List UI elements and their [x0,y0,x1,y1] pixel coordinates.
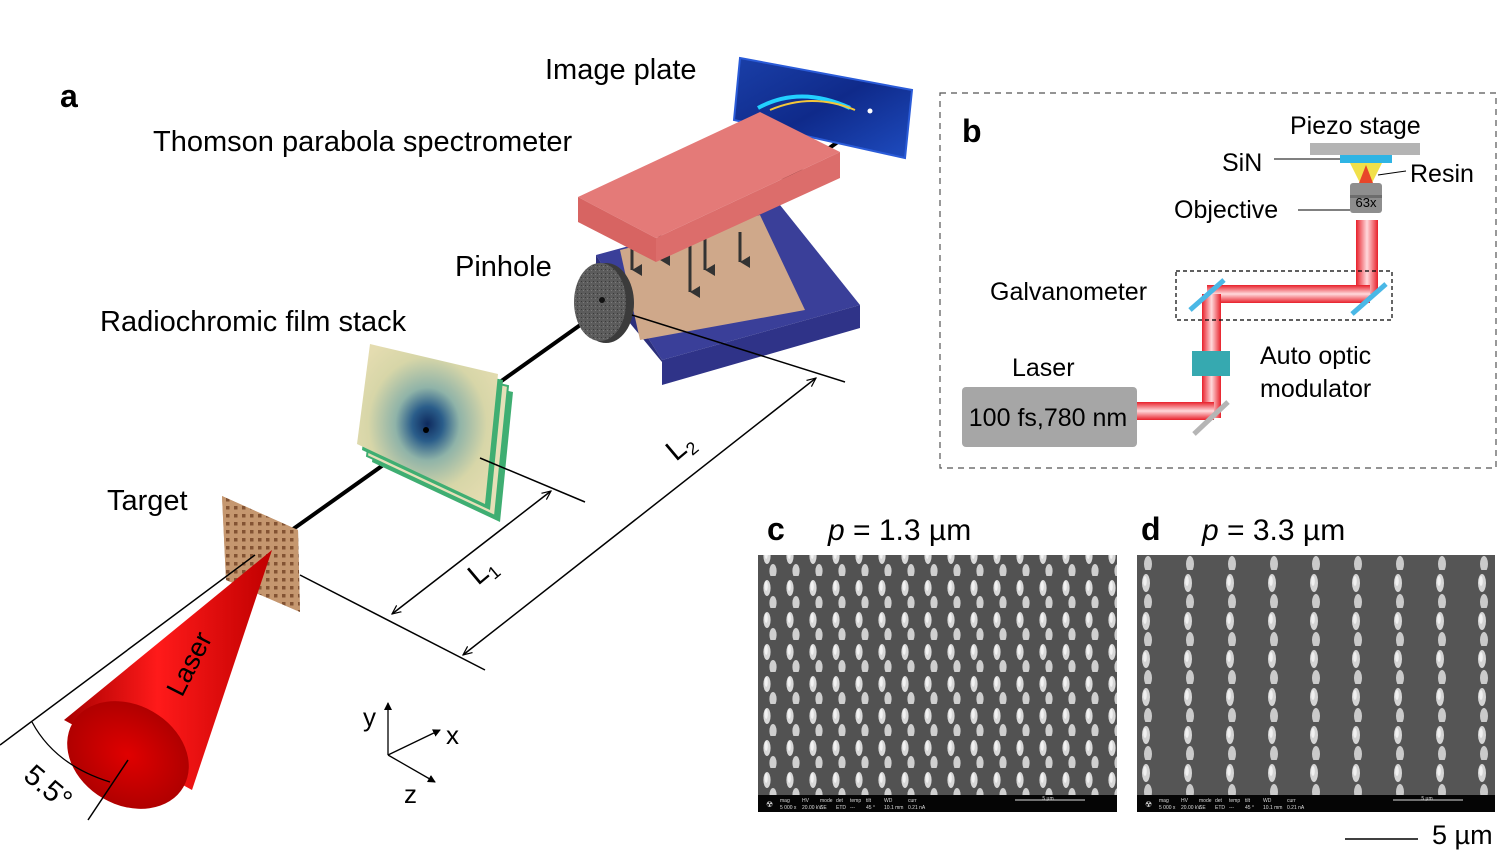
axis-z-label: z [404,779,417,809]
svg-text:☢: ☢ [766,800,773,809]
sem-d-header-7: curr [1287,798,1296,804]
panel-d-period: p = 3.3 µm [1201,514,1345,547]
beam-vertical-top [1356,220,1378,294]
laser-box [962,387,1137,447]
laser-cone [64,550,272,821]
sem-d-value-3: ETD [1215,805,1225,811]
sem-d-header-0: mag [1159,798,1169,804]
scale-bar: 5 µm [1345,820,1493,850]
panel-c-period: p = 1.3 µm [827,514,971,547]
l2-arrow [463,378,816,655]
sem-image-c [758,555,1117,795]
laser-spec: 100 fs,780 nm [969,404,1127,432]
l2-label: L2 [660,426,703,470]
sem-c-header-4: temp [850,798,861,804]
sem-d-value-2: SE [1199,805,1206,811]
aom-label-line2: modulator [1260,375,1371,403]
radiochromic-film-stack [357,344,513,522]
galvo-mirror-1 [1188,278,1226,312]
sem-d-header-6: WD [1263,798,1272,804]
aom-crystal [1192,351,1230,376]
target-label: Target [107,485,188,517]
scale-bar-label: 5 µm [1432,820,1493,850]
sem-d-header-2: mode [1199,798,1212,804]
sem-c-value-7: 0.21 nA [908,805,926,811]
sem-d-header-3: det [1215,798,1223,804]
sem-c-value-3: ETD [836,805,846,811]
sem-d-value-5: 45 ° [1245,805,1254,811]
thomson-spectrometer [578,112,860,385]
angle-label: 5.5° [18,759,78,817]
sem-c-value-5: 45 ° [866,805,875,811]
sem-c-header-3: det [836,798,844,804]
panel-b-label: b [962,113,982,149]
sem-c-value-4: --- [850,805,855,811]
sem-c-value-0: 5 000 x [780,805,797,811]
sem-d-scale: 5 µm [1421,796,1432,802]
panel-b: b 63x Piezo stage SiN Resin Objective Ga… [939,92,1497,469]
fold-mirror [1192,400,1230,436]
sem-c-header-6: WD [884,798,893,804]
l1-label: L1 [462,550,505,594]
objective-magnification: 63x [1356,195,1377,210]
panel-d-label: d [1141,511,1161,547]
galvo-mirror-2 [1350,282,1388,316]
sem-c-header-1: HV [802,798,810,804]
sem-d-header-4: temp [1229,798,1240,804]
sin-layer [1340,155,1392,163]
beam-horizontal-top [1207,285,1370,303]
sem-d-value-6: 10.1 mm [1263,805,1282,811]
sem-d-value-1: 20.00 kV [1181,805,1201,811]
sem-d-value-7: 0.21 nA [1287,805,1305,811]
panel-b-frame [939,92,1497,469]
angle-indicator [0,554,256,783]
spectrometer-label: Thomson parabola spectrometer [153,126,572,158]
sem-c-header-7: curr [908,798,917,804]
galvanometer-box [1175,270,1393,321]
coordinate-axes [384,702,441,783]
pinhole-disk [574,263,634,343]
sem-image-d [1137,555,1495,795]
axis-x-label: x [446,720,459,750]
piezo-stage [1310,143,1420,155]
sem-c-value-2: SE [820,805,827,811]
resin-label: Resin [1410,160,1474,188]
sin-label: SiN [1222,149,1262,177]
panel-a-label: a [60,78,78,114]
laser-label: Laser [1012,354,1075,382]
sem-c-header-0: mag [780,798,790,804]
piezo-stage-label: Piezo stage [1290,112,1421,140]
panel-c-label: c [767,511,785,547]
pinhole-label: Pinhole [455,251,552,283]
l1-arrow [392,491,551,614]
panel-a: a Image plate [0,54,914,821]
aom-label-line1: Auto optic [1260,342,1371,370]
sem-d-header-5: tilt [1245,798,1251,804]
sem-d-header-1: HV [1181,798,1189,804]
sem-c-value-6: 10.1 mm [884,805,903,811]
sem-d-value-0: 5 000 x [1159,805,1176,811]
image-plate-label: Image plate [545,54,697,86]
sem-d-value-4: --- [1229,805,1234,811]
svg-text:☢: ☢ [1145,800,1152,809]
sem-c-header-5: tilt [866,798,872,804]
axis-y-label: y [363,702,376,732]
objective-label: Objective [1174,196,1278,224]
distance-lines [299,314,846,671]
beam-horizontal-bottom [1130,402,1214,420]
sem-c-value-1: 20.00 kV [802,805,822,811]
film-stack-label: Radiochromic film stack [100,306,407,338]
sem-c-header-2: mode [820,798,833,804]
sem-c-scale: 5 µm [1042,796,1053,802]
focus-cone [1359,165,1373,183]
image-plate [732,56,914,160]
galvanometer-label: Galvanometer [990,278,1147,306]
